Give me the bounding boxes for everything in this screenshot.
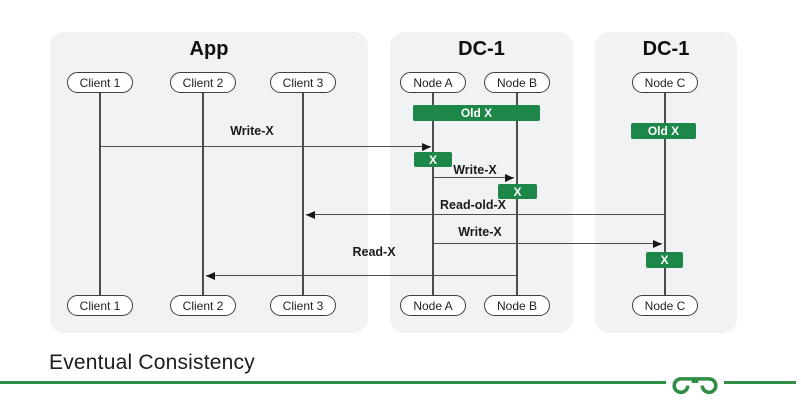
panel-title: App	[189, 38, 229, 60]
actor-pill-top: Client 3	[270, 72, 336, 93]
footer-rule-left	[0, 381, 666, 384]
arrowhead-icon	[422, 142, 431, 151]
actor-pill-bottom: Client 3	[270, 295, 336, 316]
state-bar: X	[414, 152, 452, 167]
lifeline	[302, 93, 304, 295]
message-label: Write-X	[453, 163, 497, 177]
actor-pill-top: Node B	[484, 72, 550, 93]
arrowhead-icon	[206, 271, 215, 280]
geeksforgeeks-logo-icon	[672, 377, 718, 395]
actor-pill-top: Node A	[400, 72, 466, 93]
message-label: Write-X	[458, 225, 502, 239]
actor-pill-top: Client 1	[67, 72, 133, 93]
arrowhead-icon	[306, 210, 315, 219]
lifeline	[99, 93, 101, 295]
footer-rule-right	[724, 381, 796, 384]
message-line	[433, 243, 662, 245]
actor-pill-top: Client 2	[170, 72, 236, 93]
lifeline	[202, 93, 204, 295]
message-line	[306, 214, 665, 216]
panel-title: DC-1	[642, 38, 690, 60]
message-line	[100, 146, 431, 148]
lifeline	[664, 93, 666, 295]
panel-title: DC-1	[458, 38, 505, 60]
actor-pill-bottom: Node C	[632, 295, 698, 316]
state-bar: X	[646, 252, 683, 268]
actor-pill-bottom: Client 2	[170, 295, 236, 316]
actor-pill-bottom: Node B	[484, 295, 550, 316]
state-bar: X	[498, 184, 537, 199]
arrowhead-icon	[653, 239, 662, 248]
actor-pill-top: Node C	[632, 72, 698, 93]
message-label: Write-X	[230, 124, 274, 138]
message-label: Read-old-X	[440, 198, 506, 212]
arrowhead-icon	[505, 173, 514, 182]
slide-title: Eventual Consistency	[49, 351, 255, 374]
message-line	[206, 275, 517, 277]
actor-pill-bottom: Client 1	[67, 295, 133, 316]
lifeline	[432, 93, 434, 295]
actor-pill-bottom: Node A	[400, 295, 466, 316]
state-bar: Old X	[413, 105, 540, 121]
state-bar: Old X	[631, 123, 696, 139]
message-label: Read-X	[352, 245, 396, 259]
message-line	[433, 177, 514, 179]
